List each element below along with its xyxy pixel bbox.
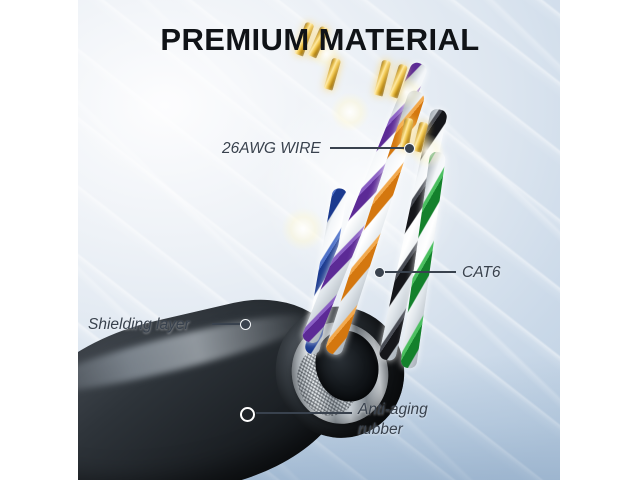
callout-leader-anti-aging-rubber [256, 412, 352, 414]
callout-label-cat6: CAT6 [462, 264, 501, 281]
callout-label-shielding-layer: Shielding layer [88, 316, 190, 333]
callout-marker-shielding-layer [240, 319, 251, 330]
callout-leader-cat6 [380, 271, 456, 273]
callout-marker-anti-aging-rubber [240, 407, 255, 422]
glint-sparkle [324, 86, 376, 138]
gold-conductor-tip [323, 57, 342, 91]
callout-leader-shielding-layer [212, 323, 242, 325]
gold-conductor-tip [373, 59, 392, 97]
callout-leader-26awg-wire [330, 147, 406, 149]
page-title: PREMIUM MATERIAL [160, 22, 480, 57]
product-photo-panel [78, 0, 560, 480]
callout-label-anti-aging-rubber: Anti-aging rubber [358, 401, 428, 439]
callout-label-26awg-wire: 26AWG WIRE [222, 140, 321, 157]
callout-marker-26awg-wire [404, 143, 415, 154]
callout-marker-cat6 [374, 267, 385, 278]
